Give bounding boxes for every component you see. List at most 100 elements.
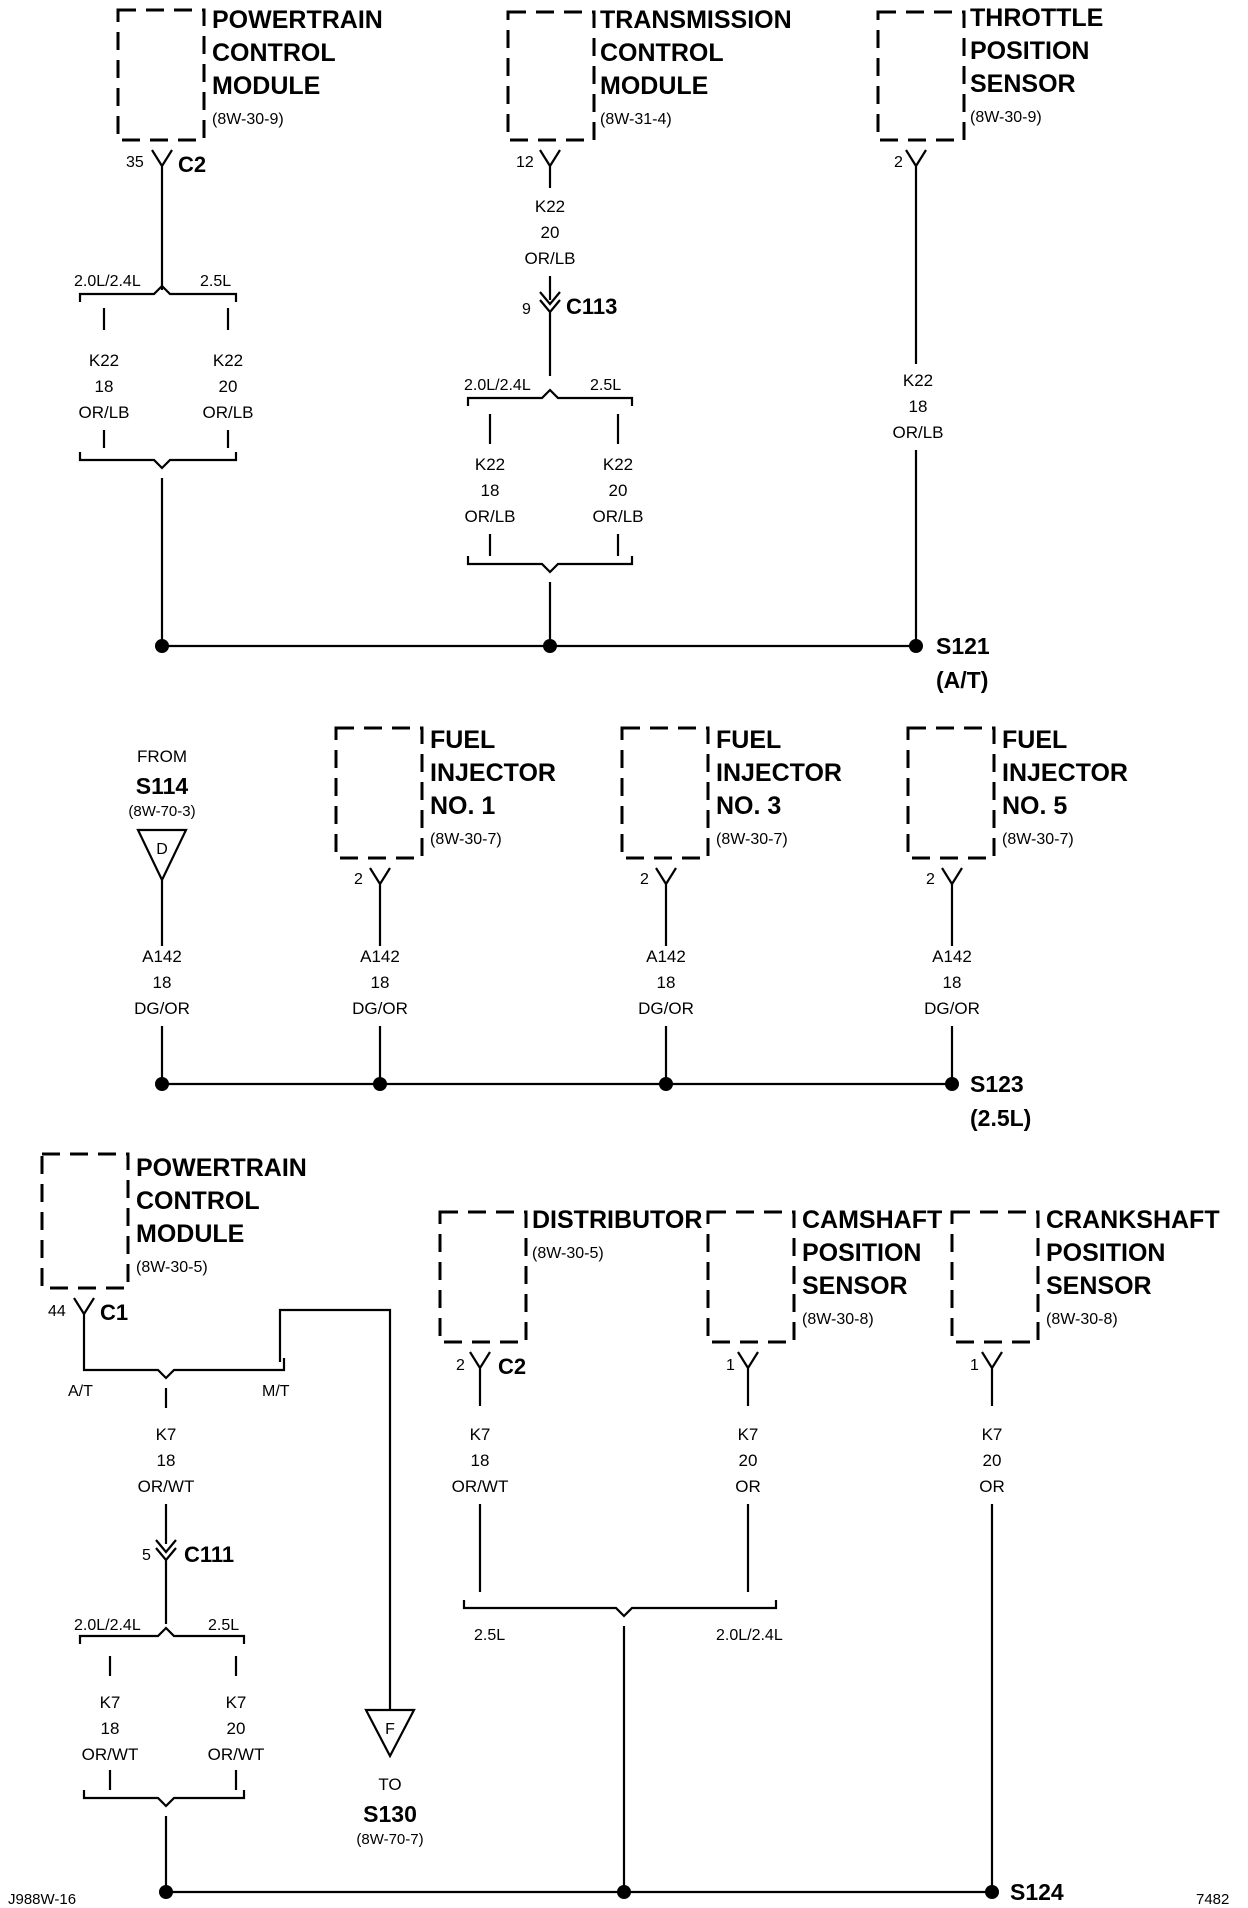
svg-text:TO: TO [378,1775,401,1794]
svg-text:20: 20 [541,223,560,242]
svg-text:2.0L/2.4L: 2.0L/2.4L [74,273,141,290]
svg-text:2.5L: 2.5L [590,377,621,394]
svg-text:MODULE: MODULE [136,1220,244,1248]
svg-text:20: 20 [227,1719,246,1738]
svg-text:K22: K22 [603,455,633,474]
footer-left-code: J988W-16 [8,1891,76,1908]
svg-text:18: 18 [943,973,962,992]
svg-text:1: 1 [970,1357,979,1374]
svg-text:OR/WT: OR/WT [452,1477,509,1496]
svg-text:OR/LB: OR/LB [592,507,643,526]
svg-text:20: 20 [219,377,238,396]
svg-text:K22: K22 [903,371,933,390]
svg-text:18: 18 [471,1451,490,1470]
svg-text:DG/OR: DG/OR [134,999,190,1018]
svg-text:S123: S123 [970,1071,1024,1097]
pcm-bottom-component: POWERTRAIN CONTROL MODULE (8W-30-5) 44 C… [40,1152,307,1358]
fuel-injector-1: FUEL INJECTOR NO. 1 (8W-30-7) 2 A142 18 … [334,726,556,1084]
svg-text:18: 18 [481,481,500,500]
svg-text:OR: OR [979,1477,1005,1496]
svg-text:SENSOR: SENSOR [802,1272,908,1300]
svg-text:(2.5L): (2.5L) [970,1105,1031,1131]
svg-text:2: 2 [354,871,363,888]
camshaft-sensor-component: CAMSHAFT POSITION SENSOR (8W-30-8) 1 K7 … [706,1206,942,1592]
svg-text:18: 18 [101,1719,120,1738]
svg-text:OR/LB: OR/LB [202,403,253,422]
svg-text:K7: K7 [226,1693,247,1712]
svg-text:18: 18 [909,397,928,416]
svg-text:NO. 5: NO. 5 [1002,792,1067,820]
svg-text:MODULE: MODULE [600,72,708,100]
c113-connector: 9 C113 [522,291,617,376]
splice-s121: S121 (A/T) [155,633,990,693]
svg-text:2.0L/2.4L: 2.0L/2.4L [464,377,531,394]
svg-text:A142: A142 [142,947,182,966]
svg-text:(8W-31-4): (8W-31-4) [600,111,672,128]
svg-text:OR/WT: OR/WT [208,1745,265,1764]
fuel-injector-3: FUEL INJECTOR NO. 3 (8W-30-7) 2 A142 18 … [620,726,842,1084]
svg-text:MODULE: MODULE [212,72,320,100]
svg-text:DG/OR: DG/OR [352,999,408,1018]
svg-text:CONTROL: CONTROL [600,39,724,67]
svg-text:35: 35 [126,154,144,171]
svg-text:S124: S124 [1010,1879,1064,1905]
svg-text:(8W-30-8): (8W-30-8) [1046,1311,1118,1328]
tps-connector: 2 K22 18 OR/LB [892,149,944,646]
svg-text:INJECTOR: INJECTOR [1002,759,1128,787]
svg-text:K7: K7 [982,1425,1003,1444]
svg-text:2.5L: 2.5L [200,273,231,290]
svg-text:DISTRIBUTOR: DISTRIBUTOR [532,1206,702,1234]
svg-text:C2: C2 [498,1354,526,1379]
svg-text:POSITION: POSITION [970,37,1089,65]
svg-text:(8W-70-7): (8W-70-7) [356,1831,423,1848]
svg-text:K22: K22 [213,351,243,370]
svg-text:D: D [156,841,168,858]
svg-text:OR/LB: OR/LB [524,249,575,268]
svg-text:18: 18 [95,377,114,396]
svg-text:S114: S114 [136,773,189,799]
svg-text:OR/LB: OR/LB [78,403,129,422]
svg-text:S130: S130 [363,1801,417,1827]
svg-text:OR/LB: OR/LB [892,423,943,442]
svg-text:K22: K22 [535,197,565,216]
svg-text:FROM: FROM [137,747,187,766]
svg-text:CAMSHAFT: CAMSHAFT [802,1206,942,1234]
svg-text:2.5L: 2.5L [474,1627,505,1644]
svg-text:CONTROL: CONTROL [136,1187,260,1215]
svg-text:POWERTRAIN: POWERTRAIN [136,1154,307,1182]
svg-text:2.0L/2.4L: 2.0L/2.4L [74,1617,141,1634]
from-s114: FROM S114 (8W-70-3) D A142 18 DG/OR [128,747,196,1084]
svg-text:(8W-30-7): (8W-30-7) [716,831,788,848]
svg-text:(8W-30-7): (8W-30-7) [1002,831,1074,848]
fuel-injector-5: FUEL INJECTOR NO. 5 (8W-30-7) 2 A142 18 … [906,726,1128,1084]
svg-text:(8W-30-5): (8W-30-5) [532,1245,604,1262]
crankshaft-sensor-component: CRANKSHAFT POSITION SENSOR (8W-30-8) 1 K… [950,1206,1220,1892]
svg-text:K22: K22 [475,455,505,474]
svg-text:K7: K7 [738,1425,759,1444]
svg-text:A/T: A/T [68,1383,93,1400]
svg-text:20: 20 [983,1451,1002,1470]
tcm-component: TRANSMISSION CONTROL MODULE (8W-31-4) [506,6,792,142]
distributor-component: DISTRIBUTOR (8W-30-5) 2 C2 K7 18 OR/WT [438,1206,702,1592]
splice-s123: S123 (2.5L) [155,1071,1031,1131]
svg-text:CRANKSHAFT: CRANKSHAFT [1046,1206,1220,1234]
svg-text:NO. 3: NO. 3 [716,792,781,820]
svg-text:SENSOR: SENSOR [970,70,1076,98]
svg-text:K7: K7 [470,1425,491,1444]
svg-text:FUEL: FUEL [430,726,495,754]
svg-text:44: 44 [48,1303,66,1320]
svg-text:K22: K22 [89,351,119,370]
svg-text:(8W-70-3): (8W-70-3) [128,803,195,820]
svg-text:(8W-30-9): (8W-30-9) [212,111,284,128]
svg-text:INJECTOR: INJECTOR [716,759,842,787]
svg-text:CONTROL: CONTROL [212,39,336,67]
svg-text:OR/LB: OR/LB [464,507,515,526]
svg-text:A142: A142 [646,947,686,966]
svg-text:FUEL: FUEL [716,726,781,754]
svg-text:THROTTLE: THROTTLE [970,4,1103,32]
svg-text:NO. 1: NO. 1 [430,792,495,820]
svg-text:(A/T): (A/T) [936,667,988,693]
svg-text:C111: C111 [184,1542,234,1567]
svg-text:2.5L: 2.5L [208,1617,239,1634]
